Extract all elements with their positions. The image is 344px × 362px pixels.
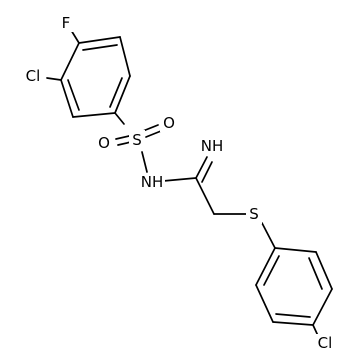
atom-label-f: F [62, 14, 71, 32]
atom-label-cl-bottom: Cl [318, 334, 333, 352]
atom-cl-bottom: Cl [312, 334, 338, 352]
bond-s-n [141, 151, 148, 173]
bond-s-o-right-a [142, 124, 159, 132]
bond-c-ch2 [195, 177, 215, 215]
bond-ring-s [114, 112, 125, 125]
bond-s-o-right-b [145, 130, 162, 138]
top-benzene-ring [60, 36, 131, 118]
atom-o-right: O [160, 114, 178, 132]
bottom-benzene-ring [255, 247, 333, 326]
bond-ring-f [70, 29, 80, 44]
atom-s-sulfonyl: S [129, 130, 145, 150]
atom-s-thio: S [246, 204, 262, 224]
atom-imine: NH [198, 137, 226, 155]
atom-label-o-left: O [98, 134, 110, 152]
bond-c-imine-a [195, 156, 208, 179]
atom-cl-top: Cl [20, 67, 46, 85]
atom-nh: NH [139, 173, 165, 191]
atom-label-s-thio: S [249, 205, 259, 223]
atom-label-imine: NH [201, 137, 224, 155]
bond-c-imine-b [201, 161, 213, 183]
atom-label-o-right: O [163, 114, 175, 132]
atom-label-s-sulfonyl: S [132, 131, 142, 149]
atom-f: F [58, 14, 74, 32]
bond-ring-cl [46, 77, 62, 81]
bond-s-o-left-b [117, 141, 132, 146]
bond-s-o-left-a [115, 135, 130, 140]
atom-label-nh: NH [141, 173, 164, 191]
atom-o-left: O [95, 134, 113, 152]
atom-label-cl-top: Cl [26, 67, 41, 85]
bond-n-c [162, 177, 197, 182]
bond-s-ring [261, 222, 276, 249]
